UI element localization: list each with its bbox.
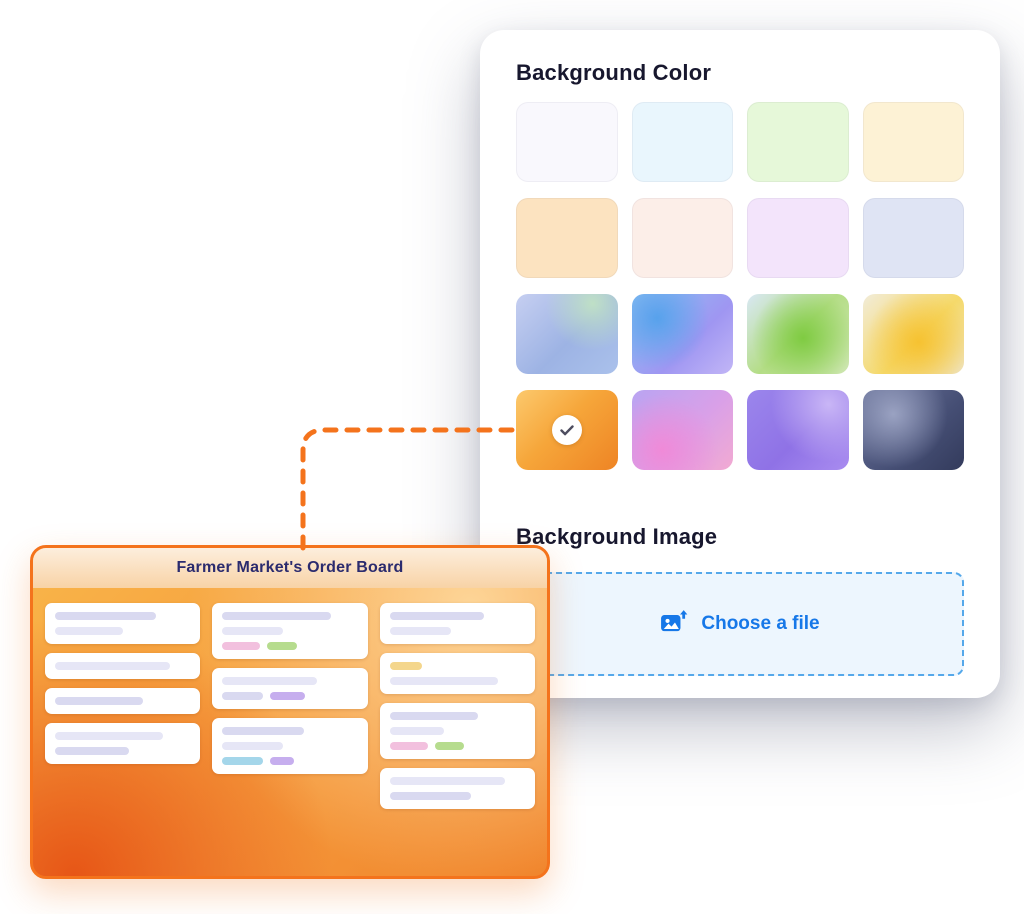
board-columns (33, 588, 547, 830)
color-swatch-peach[interactable] (516, 198, 618, 278)
board-card (45, 688, 201, 714)
choose-file-dropzone[interactable]: Choose a file (516, 572, 964, 676)
color-swatch-green-gradient[interactable] (747, 294, 849, 374)
board-title: Farmer Market's Order Board (176, 559, 404, 576)
board-card (379, 768, 535, 809)
check-icon (551, 415, 582, 445)
choose-file-label: Choose a file (701, 613, 820, 634)
color-swatch-blush[interactable] (631, 198, 733, 278)
color-swatch-slate-gradient[interactable] (862, 390, 964, 470)
color-swatch-periwinkle[interactable] (862, 198, 964, 278)
board-column (45, 603, 201, 818)
color-swatch-ice-blue[interactable] (631, 102, 733, 182)
board-card (212, 668, 368, 709)
board-card (45, 603, 201, 644)
background-settings-panel: Background Color Background Image Choose… (480, 30, 1000, 698)
color-swatch-purple-gradient[interactable] (747, 390, 849, 470)
board-card (379, 653, 535, 694)
background-color-title: Background Color (516, 60, 712, 85)
board-card (212, 603, 368, 659)
board-card (45, 653, 201, 679)
color-swatch-cream[interactable] (862, 102, 964, 182)
board-card (212, 718, 368, 774)
color-swatch-lavender-white[interactable] (516, 102, 618, 182)
board-card (45, 723, 201, 764)
color-swatch-amber-gradient[interactable] (862, 294, 964, 374)
color-swatch-orange-gradient[interactable] (516, 390, 618, 470)
board-header: Farmer Market's Order Board (33, 548, 547, 588)
background-image-title: Background Image (516, 524, 718, 549)
board-card (379, 703, 535, 759)
color-swatch-pink-violet-gradient[interactable] (631, 390, 733, 470)
board-column (379, 603, 535, 818)
board-column (212, 603, 368, 818)
order-board-preview: Farmer Market's Order Board (30, 545, 550, 879)
color-swatch-blue-violet-gradient[interactable] (631, 294, 733, 374)
swatch-grid (516, 102, 964, 470)
color-swatch-mint-green[interactable] (747, 102, 849, 182)
board-card (379, 603, 535, 644)
color-swatch-blue-haze-gradient[interactable] (516, 294, 618, 374)
image-upload-icon (660, 609, 688, 640)
color-swatch-lilac[interactable] (747, 198, 849, 278)
